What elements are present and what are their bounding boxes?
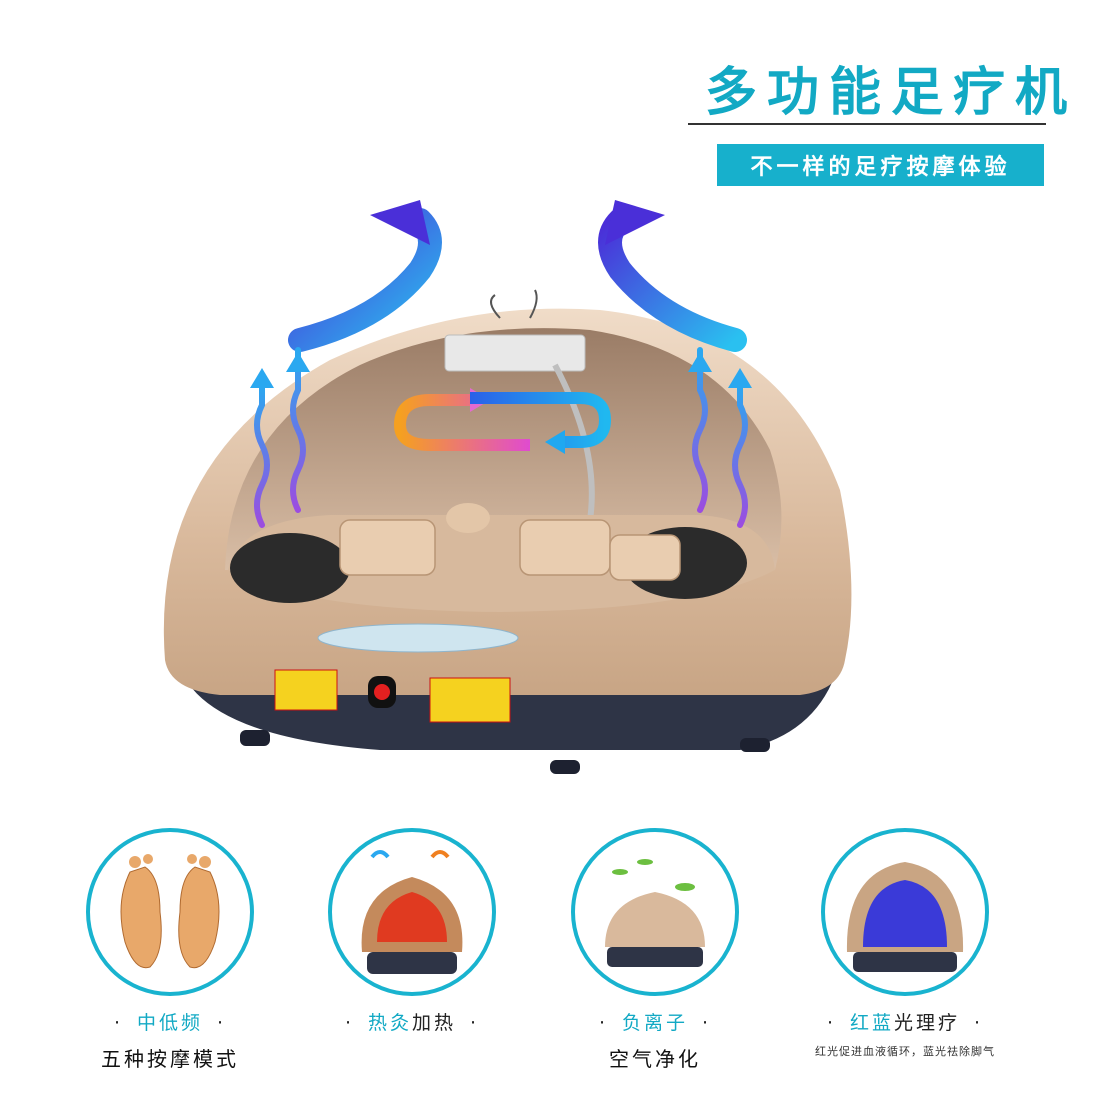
feature-light-therapy: ·红蓝光理疗· 红光促进血液循环，蓝光祛除脚气 bbox=[790, 828, 1020, 1059]
feature-title: ·负离子· bbox=[598, 1012, 712, 1034]
feature-description: 红光促进血液循环，蓝光祛除脚气 bbox=[815, 1045, 995, 1058]
negative-ion-image bbox=[571, 828, 739, 996]
feature-title: ·红蓝光理疗· bbox=[826, 1012, 984, 1034]
leaf-massager-icon bbox=[605, 859, 705, 967]
feature-title: ·热灸加热· bbox=[344, 1012, 480, 1034]
foot-massager-product-image bbox=[163, 200, 852, 774]
feature-heating: ·热灸加热· bbox=[317, 828, 507, 1043]
title-divider bbox=[688, 123, 1046, 125]
feature-description: 五种按摩模式 bbox=[101, 1047, 239, 1071]
subtitle-text: 不一样的足疗按摩体验 bbox=[750, 155, 1011, 180]
feature-title: ·中低频· bbox=[113, 1012, 227, 1034]
blue-light-massager-icon bbox=[846, 862, 964, 972]
feature-negative-ion: ·负离子· 空气净化 bbox=[560, 828, 750, 1072]
foot-reflexology-image bbox=[86, 828, 254, 996]
light-therapy-image bbox=[821, 828, 989, 996]
subtitle-banner: 不一样的足疗按摩体验 bbox=[717, 144, 1044, 186]
heat-massager-icon bbox=[361, 850, 463, 974]
feature-low-frequency: ·中低频· 五种按摩模式 bbox=[75, 828, 265, 1072]
foot-map-icon bbox=[120, 854, 220, 969]
page-title: 多功能足疗机 bbox=[705, 63, 1078, 123]
heating-image bbox=[328, 828, 496, 996]
feature-description: 空气净化 bbox=[609, 1047, 701, 1071]
